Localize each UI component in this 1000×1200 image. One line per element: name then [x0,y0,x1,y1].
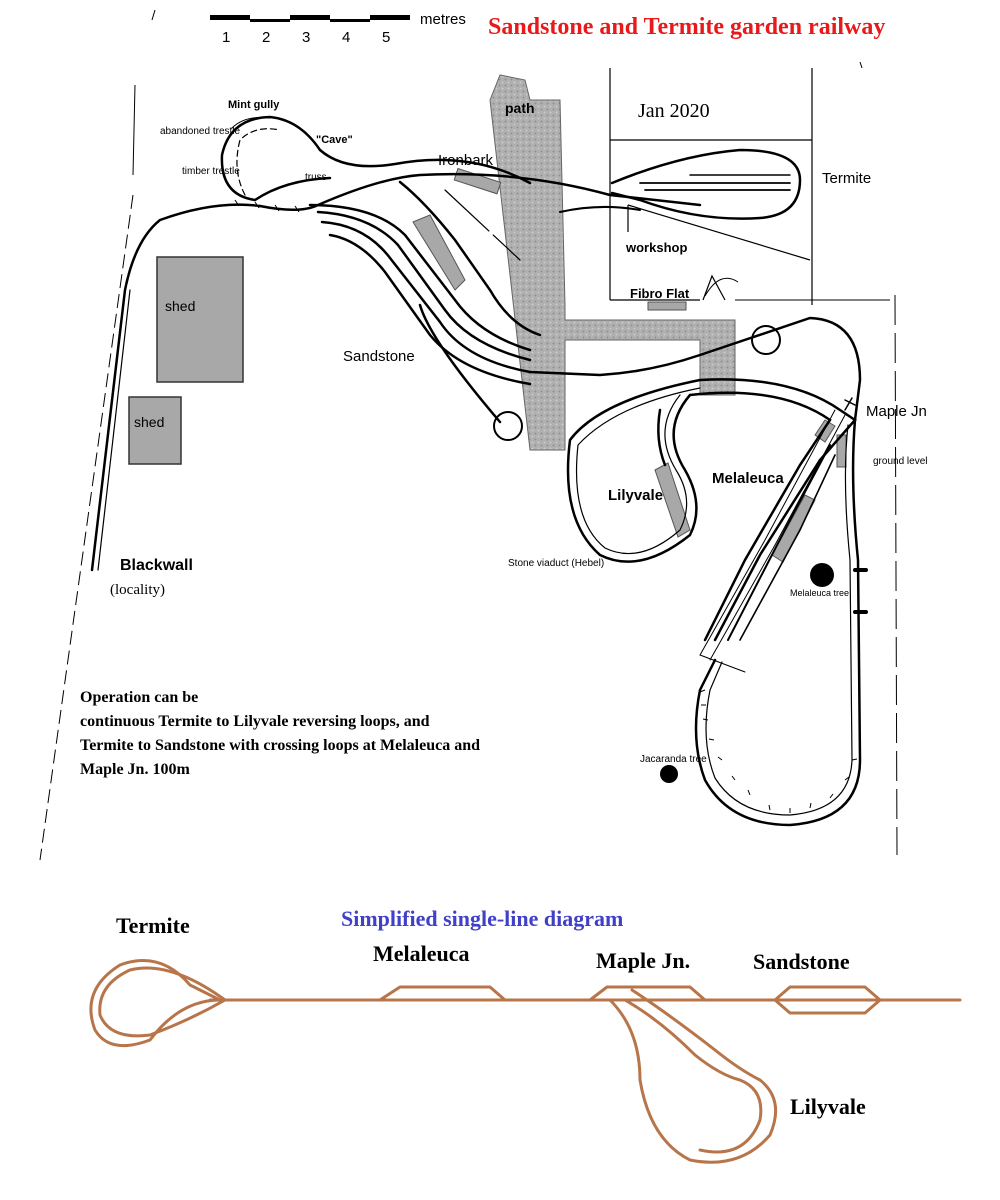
label-fibro-flat: Fibro Flat [630,286,690,301]
scale-tick: 1 [222,29,230,46]
schematic-label-termite: Termite [116,913,190,938]
ironbark-platform [453,167,502,195]
label-melaleuca: Melaleuca [712,470,784,487]
shed-label: shed [134,414,164,430]
schematic-title: Simplified single-line diagram [341,906,623,931]
note-line: Maple Jn. 100m [80,761,190,778]
label-abandoned-trestle: abandoned trestle [160,126,241,137]
shed-small: shed [128,396,182,465]
page-title: Sandstone and Termite garden railway [488,14,885,40]
schematic-tracks [89,959,962,1164]
melaleuca-tree-icon [810,563,834,587]
label-truss: truss [305,172,327,183]
schematic-label-maple-jn: Maple Jn. [596,948,690,973]
path-label: path [505,100,535,116]
shed-large: shed [156,256,244,383]
property-boundary [39,9,898,861]
melaleuca-platform [771,494,816,563]
scale-tick: 2 [262,29,270,46]
scale-bar: 1 2 3 4 5 metres [210,11,466,46]
label-ground-level: ground level [873,456,927,467]
track-plan [90,115,868,827]
note-line: continuous Termite to Lilyvale reversing… [80,713,430,730]
label-lilyvale: Lilyvale [608,487,663,504]
garden-path: path [489,74,736,451]
label-cave: "Cave" [316,134,353,146]
label-sandstone: Sandstone [343,348,415,365]
label-termite: Termite [822,170,871,187]
label-maple-jn: Maple Jn [866,403,927,420]
schematic-label-melaleuca: Melaleuca [373,941,470,966]
lilyvale-platform [654,462,691,538]
label-jacaranda-tree: Jacaranda tree [640,754,707,765]
operation-notes: Operation can be continuous Termite to L… [80,689,480,778]
place-labels: Mint gully abandoned trestle timber tres… [110,99,927,765]
platforms [412,167,847,563]
label-ironbark: Ironbark [438,152,494,169]
embankment-ticks [234,199,858,813]
label-melaleuca-tree: Melaleuca tree [790,588,849,598]
note-line: Operation can be [80,689,198,706]
schematic-label-lilyvale: Lilyvale [790,1094,866,1119]
label-mint-gully: Mint gully [228,99,280,111]
schematic-diagram: Simplified single-line diagram Termite M… [89,906,962,1164]
label-workshop: workshop [625,240,687,255]
label-timber-trestle: timber trestle [182,166,240,177]
shed-label: shed [165,298,195,314]
label-stone-viaduct: Stone viaduct (Hebel) [508,558,604,569]
schematic-label-sandstone: Sandstone [753,949,850,974]
sandstone-platform [412,214,466,291]
scale-tick: 4 [342,29,350,46]
label-date: Jan 2020 [638,100,710,122]
scale-tick: 3 [302,29,310,46]
fibro-flat-platform [647,301,687,311]
jacaranda-tree-icon [660,765,678,783]
scale-tick: 5 [382,29,390,46]
label-abandoned-trestle-line: abandoned trestle [160,126,241,137]
note-line: Termite to Sandstone with crossing loops… [80,737,480,754]
label-locality: (locality) [110,582,165,598]
scale-unit-label: metres [420,11,466,28]
label-blackwall: Blackwall [120,557,193,574]
